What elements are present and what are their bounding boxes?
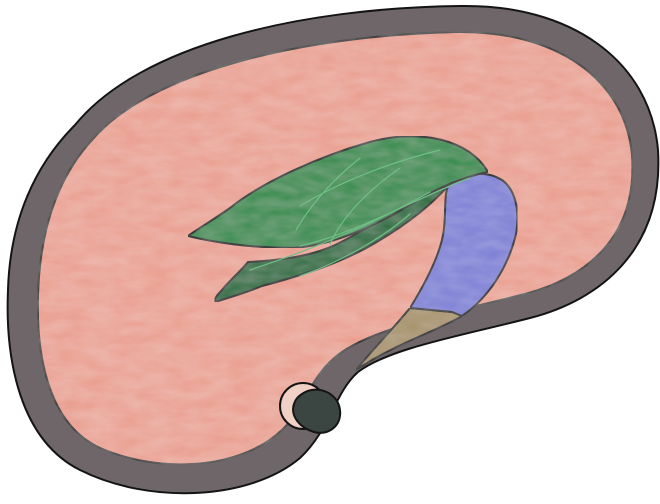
bean-seed-diagram [0, 0, 660, 504]
bean-seed-illustration [0, 0, 660, 504]
